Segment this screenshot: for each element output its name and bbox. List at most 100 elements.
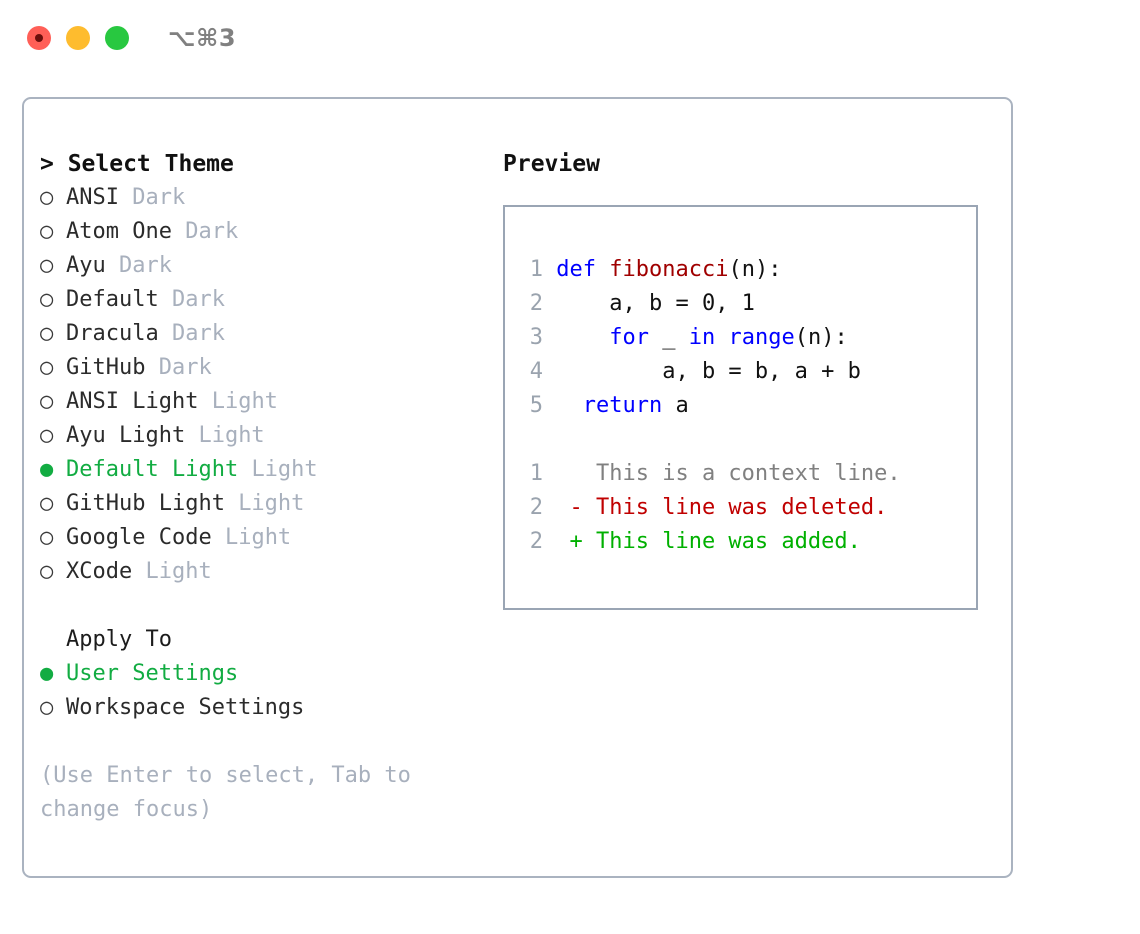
code-line: 3 for _ in range(n): — [519, 321, 901, 355]
keyboard-hint: (Use Enter to select, Tab to change focu… — [40, 763, 411, 822]
line-number: 2 — [529, 529, 543, 554]
section-spacer — [40, 589, 500, 623]
theme-name: Ayu Light — [66, 423, 199, 448]
radio-selected-icon: ● — [40, 457, 54, 482]
theme-name: Ayu — [66, 253, 119, 278]
code-token — [556, 393, 583, 418]
code-line: 1 def fibonacci(n): — [519, 253, 901, 287]
radio-icon: ○ — [40, 185, 54, 210]
radio-icon: ○ — [40, 525, 54, 550]
theme-option-ansi-light[interactable]: ○ ANSI Light Light — [40, 385, 500, 419]
theme-name: Default Light — [66, 457, 252, 482]
minimize-button[interactable] — [66, 26, 90, 50]
traffic-light-buttons — [27, 26, 129, 50]
radio-icon: ○ — [40, 695, 54, 720]
line-number: 1 — [529, 461, 543, 486]
theme-kind: Light — [211, 389, 278, 414]
code-token: range — [728, 325, 795, 350]
theme-option-dracula[interactable]: ○ Dracula Dark — [40, 317, 500, 351]
radio-icon: ○ — [40, 559, 54, 584]
theme-name: Dracula — [66, 321, 172, 346]
line-number: 2 — [529, 291, 543, 316]
code-line: 4 a, b = b, a + b — [519, 355, 901, 389]
diff-text: - This line was deleted. — [543, 495, 888, 520]
diff-text: This is a context line. — [543, 461, 901, 486]
theme-kind: Light — [224, 525, 292, 550]
theme-option-ayu-light[interactable]: ○ Ayu Light Light — [40, 419, 500, 453]
line-number: 3 — [529, 325, 543, 350]
theme-name: GitHub Light — [66, 491, 239, 516]
theme-selector-column: > Select Theme ○ANSI Dark○Atom One Dark○… — [40, 147, 500, 827]
theme-option-google-code[interactable]: ○Google Code Light — [40, 521, 500, 555]
theme-name: XCode — [66, 559, 146, 584]
code-token — [715, 325, 728, 350]
line-number: 4 — [529, 359, 543, 384]
preview-column: Preview 1 def fibonacci(n):2 a, b = 0, 1… — [503, 147, 1003, 610]
theme-kind: Light — [198, 423, 265, 448]
theme-kind: Light — [238, 491, 305, 516]
radio-icon: ○ — [40, 321, 54, 346]
theme-kind: Light — [145, 559, 212, 584]
close-button[interactable] — [27, 26, 51, 50]
title-bar: ⌥⌘3 — [0, 0, 1140, 76]
content-panel: > Select Theme ○ANSI Dark○Atom One Dark○… — [22, 97, 1013, 878]
theme-name: ANSI Light — [66, 389, 212, 414]
theme-name: ANSI — [66, 185, 133, 210]
zoom-button[interactable] — [105, 26, 129, 50]
theme-kind: Dark — [171, 321, 225, 346]
theme-name: Default — [66, 287, 172, 312]
theme-name: Atom One — [66, 219, 186, 244]
apply-to-option-user-settings[interactable]: ● User Settings — [40, 657, 500, 691]
diff-line: 2 - This line was deleted. — [519, 491, 901, 525]
theme-option-xcode[interactable]: ○ XCode Light — [40, 555, 500, 589]
apply-to-option-workspace-settings[interactable]: ○ Workspace Settings — [40, 691, 500, 725]
theme-kind: Dark — [118, 253, 172, 278]
theme-list[interactable]: ○ ANSI Dark ○ Atom One Dark ○ Ayu Dark ○ Defaul… — [40, 181, 500, 589]
line-number: 1 — [529, 257, 543, 282]
code-token — [556, 325, 609, 350]
code-token: (n): — [728, 257, 782, 282]
code-line: 5 return a — [519, 389, 901, 423]
code-token: a — [662, 393, 689, 418]
theme-option-default-light[interactable]: ●Default Light Light — [40, 453, 500, 487]
theme-kind: Dark — [185, 219, 239, 244]
theme-option-default[interactable]: ○Default Dark — [40, 283, 500, 317]
theme-option-ayu[interactable]: ○ Ayu Dark — [40, 249, 500, 283]
radio-icon: ○ — [40, 253, 54, 278]
theme-option-github-light[interactable]: ○ GitHub Light Light — [40, 487, 500, 521]
keyboard-shortcut-label: ⌥⌘3 — [168, 24, 237, 52]
code-blank-line — [519, 423, 901, 457]
radio-icon: ○ — [40, 389, 54, 414]
preview-title: Preview — [503, 151, 600, 177]
radio-icon: ○ — [40, 355, 54, 380]
radio-icon: ○ — [40, 491, 54, 516]
apply-to-name: Workspace Settings — [66, 695, 305, 720]
theme-kind: Dark — [158, 355, 212, 380]
theme-list-header: > Select Theme — [40, 151, 234, 177]
code-token: def — [556, 257, 596, 282]
radio-icon: ○ — [40, 287, 54, 312]
code-token: a, b = 0, 1 — [556, 291, 755, 316]
code-token: in — [688, 325, 716, 350]
radio-icon: ○ — [40, 423, 54, 448]
diff-text: + This line was added. — [543, 529, 861, 554]
theme-option-atom-one[interactable]: ○ Atom One Dark — [40, 215, 500, 249]
code-token: fibonacci — [609, 257, 729, 282]
apply-to-list[interactable]: ● User Settings ○ Workspace Settings — [40, 657, 500, 725]
radio-icon: ○ — [40, 219, 54, 244]
apply-to-name: User Settings — [66, 661, 239, 686]
code-token: for — [609, 325, 649, 350]
theme-option-ansi[interactable]: ○ANSI Dark — [40, 181, 500, 215]
theme-option-github[interactable]: ○GitHub Dark — [40, 351, 500, 385]
radio-selected-icon: ● — [40, 661, 54, 686]
diff-line: 1 This is a context line. — [519, 457, 901, 491]
code-token: return — [582, 393, 663, 418]
code-token: _ — [648, 325, 689, 350]
code-line: 2 a, b = 0, 1 — [519, 287, 901, 321]
code-token: a, b = b, a + b — [556, 359, 861, 384]
line-number: 5 — [529, 393, 543, 418]
apply-to-label: Apply To — [66, 627, 172, 652]
